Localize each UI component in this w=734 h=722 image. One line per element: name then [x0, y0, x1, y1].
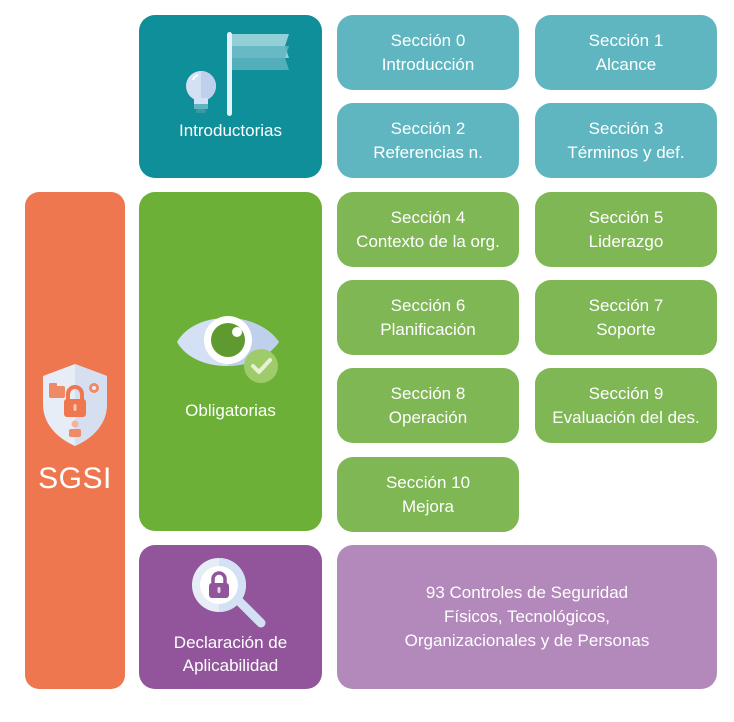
section-title: Sección 5 — [588, 207, 664, 227]
category-introductorias-label: Introductorias — [179, 121, 282, 140]
section-title: Sección 10 — [385, 472, 471, 492]
category-introductorias: Introductorias — [139, 15, 322, 178]
lightbulb-flag-icon — [186, 32, 289, 116]
section-subtitle: Planificación — [380, 319, 476, 339]
section-title: Sección 4 — [390, 207, 466, 227]
controls-line-1: 93 Controles de Seguridad — [425, 583, 629, 602]
controls-card[interactable]: 93 Controles de Seguridad Físicos, Tecno… — [337, 545, 717, 689]
section-subtitle: Términos y def. — [567, 142, 685, 162]
section-title: Sección 2 — [390, 118, 466, 138]
section-title: Sección 6 — [390, 295, 466, 315]
section-subtitle: Evaluación del des. — [552, 407, 700, 427]
section-title: Sección 9 — [588, 383, 664, 403]
category-declaracion-label-line1: Declaración de — [173, 633, 288, 652]
section-subtitle: Referencias n. — [373, 142, 483, 162]
section-subtitle: Introducción — [381, 54, 475, 74]
category-obligatorias-label: Obligatorias — [185, 401, 276, 420]
category-declaracion-aplicabilidad: Declaración de Aplicabilidad — [139, 545, 322, 689]
section-card-1[interactable]: Sección 1 Alcance — [535, 15, 717, 90]
shield-lock-icon — [43, 364, 107, 446]
controls-line-3: Organizacionales y de Personas — [404, 631, 650, 650]
eye-check-icon — [177, 316, 279, 383]
section-card-0[interactable]: Sección 0 Introducción — [337, 15, 519, 90]
section-card-3[interactable]: Sección 3 Términos y def. — [535, 103, 717, 178]
category-declaracion-label-line2: Aplicabilidad — [182, 656, 279, 675]
section-card-7[interactable]: Sección 7 Soporte — [535, 280, 717, 355]
controls-line-2: Físicos, Tecnológicos, — [444, 607, 610, 626]
section-card-4[interactable]: Sección 4 Contexto de la org. — [337, 192, 519, 267]
section-subtitle: Mejora — [402, 496, 454, 516]
section-subtitle: Alcance — [595, 54, 657, 74]
section-card-9[interactable]: Sección 9 Evaluación del des. — [535, 368, 717, 443]
section-subtitle: Operación — [388, 407, 468, 427]
section-title: Sección 8 — [390, 383, 466, 403]
sgsi-label: SGSI — [38, 462, 112, 495]
section-card-10[interactable]: Sección 10 Mejora — [337, 457, 519, 532]
section-subtitle: Liderazgo — [588, 231, 664, 251]
sgsi-sidebar: SGSI — [25, 192, 125, 689]
section-card-8[interactable]: Sección 8 Operación — [337, 368, 519, 443]
section-title: Sección 7 — [588, 295, 664, 315]
section-title: Sección 1 — [588, 30, 664, 50]
category-obligatorias: Obligatorias — [139, 192, 322, 531]
section-title: Sección 0 — [390, 30, 466, 50]
section-subtitle: Soporte — [596, 319, 656, 339]
section-card-2[interactable]: Sección 2 Referencias n. — [337, 103, 519, 178]
section-card-5[interactable]: Sección 5 Liderazgo — [535, 192, 717, 267]
magnifier-lock-icon — [192, 558, 266, 628]
section-card-6[interactable]: Sección 6 Planificación — [337, 280, 519, 355]
section-subtitle: Contexto de la org. — [356, 231, 500, 251]
section-title: Sección 3 — [588, 118, 664, 138]
